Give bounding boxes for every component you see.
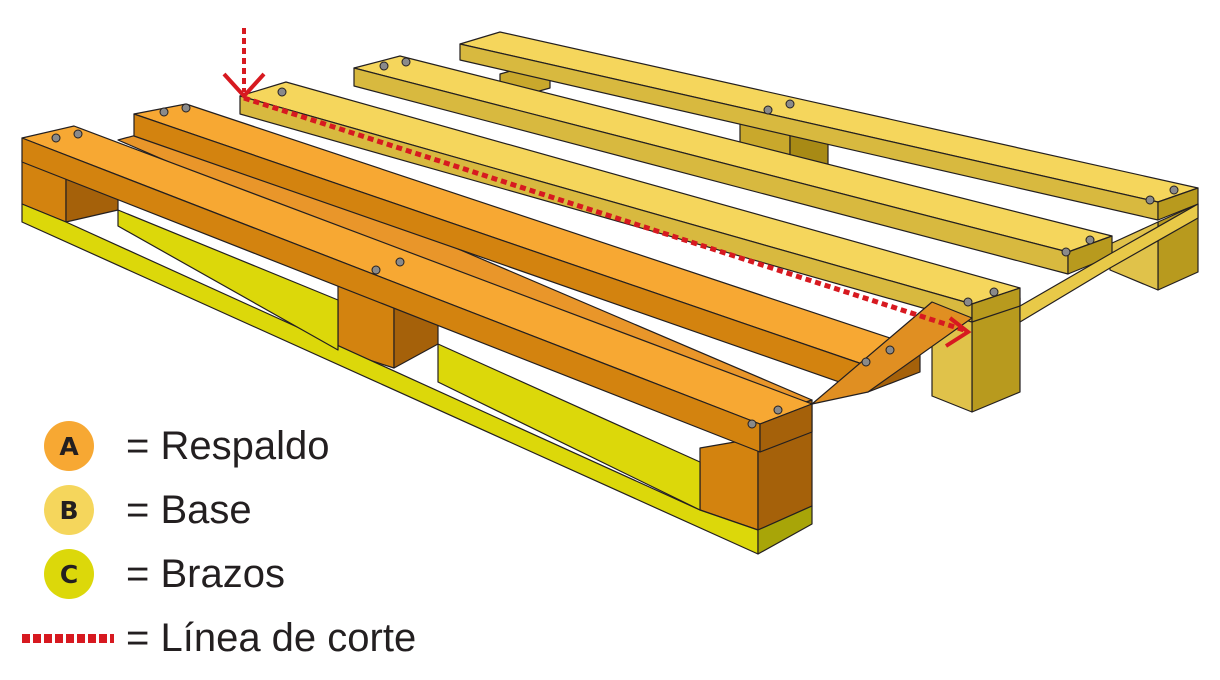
legend-row-brazos: C = Brazos xyxy=(22,542,542,606)
brazos-section xyxy=(21,203,813,555)
legend-row-respaldo: A = Respaldo xyxy=(22,414,542,478)
legend-label-base: = Base xyxy=(126,488,252,532)
legend-row-cut-line: = Línea de corte xyxy=(22,606,542,670)
legend: A = Respaldo B = Base C = Brazos = Línea… xyxy=(22,414,542,670)
legend-label-cut-line: = Línea de corte xyxy=(126,616,417,660)
base-section xyxy=(239,31,1199,413)
cut-line xyxy=(222,28,972,348)
legend-label-brazos: = Brazos xyxy=(126,552,285,596)
cut-line-swatch xyxy=(22,633,114,643)
respaldo-section xyxy=(21,103,973,531)
badge-b: B xyxy=(44,485,94,535)
nails xyxy=(51,57,1179,429)
badge-a: A xyxy=(44,421,94,471)
badge-c: C xyxy=(44,549,94,599)
legend-row-base: B = Base xyxy=(22,478,542,542)
legend-label-respaldo: = Respaldo xyxy=(126,424,330,468)
